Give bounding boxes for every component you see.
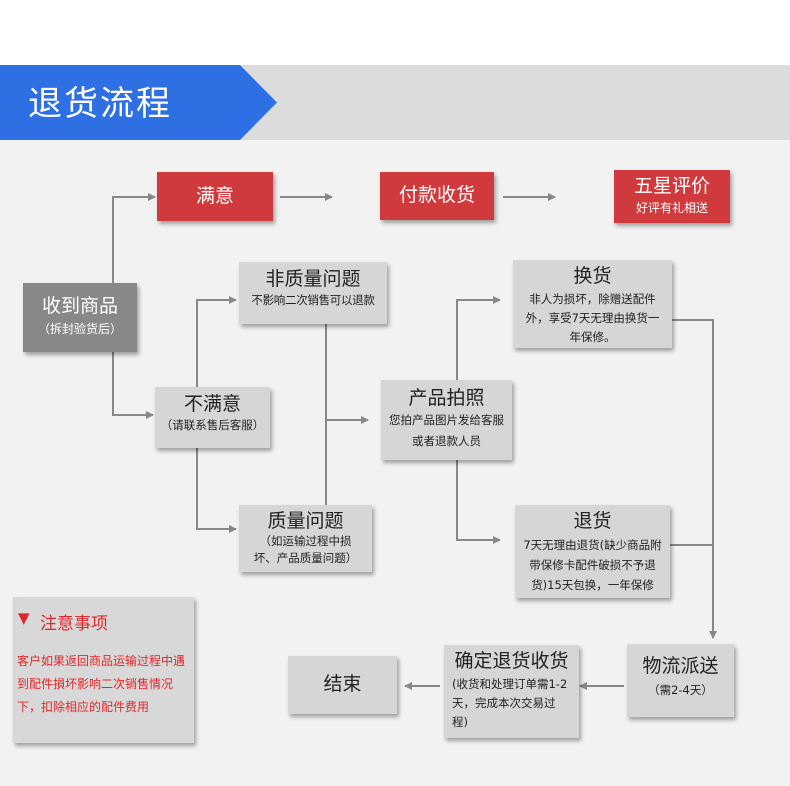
node-exchange: 换货 非人为损坏，除赠送配件外，享受7天无理由换货一年保修。 bbox=[513, 260, 672, 348]
node-satisfied-title: 满意 bbox=[195, 185, 234, 207]
node-return-sub: 7天无理由退货(缺少商品附带保修卡配件破损不予退货)15天包换，一年保修 bbox=[523, 538, 662, 592]
node-pay-title: 付款收货 bbox=[398, 184, 475, 206]
node-confirm-sub: (收货和处理订单需1-2天，完成本次交易过程) bbox=[452, 677, 568, 729]
node-five-star-title: 五星评价 bbox=[633, 175, 710, 197]
node-end-title: 结束 bbox=[323, 673, 362, 695]
node-logistics-title: 物流派送 bbox=[642, 655, 719, 677]
node-five-star: 五星评价 好评有礼相送 bbox=[614, 170, 730, 223]
node-exchange-title: 换货 bbox=[573, 265, 612, 287]
node-logistics: 物流派送 （需2-4天） bbox=[627, 644, 734, 717]
node-unsatisfied-title: 不满意 bbox=[183, 393, 241, 415]
node-quality: 质量问题 （如运输过程中损坏、产品质量问题） bbox=[239, 505, 372, 572]
notice-title: 注意事项 bbox=[40, 614, 108, 634]
node-unsatisfied: 不满意 （请联系售后客服） bbox=[155, 387, 270, 448]
node-photo-sub: 您拍产品图片发给客服或者退款人员 bbox=[389, 413, 504, 448]
node-non-quality-sub: 不影响二次销售可以退款 bbox=[251, 293, 375, 307]
node-quality-sub: （如运输过程中损坏、产品质量问题） bbox=[253, 534, 358, 565]
node-confirm: 确定退货收货 (收货和处理订单需1-2天，完成本次交易过程) bbox=[444, 645, 579, 738]
node-return: 退货 7天无理由退货(缺少商品附带保修卡配件破损不予退货)15天包换，一年保修 bbox=[515, 505, 670, 598]
node-pay: 付款收货 bbox=[380, 172, 494, 220]
node-photo: 产品拍照 您拍产品图片发给客服或者退款人员 bbox=[381, 380, 512, 460]
notice-body: 客户如果返回商品运输过程中遇到配件損坏影响二次销售情况下，扣除相应的配件费用 bbox=[17, 654, 186, 714]
node-end: 结束 bbox=[288, 656, 397, 714]
node-return-title: 退货 bbox=[573, 510, 612, 532]
notice-panel bbox=[13, 597, 194, 743]
down-triangle-icon: ▼ bbox=[18, 609, 30, 627]
node-photo-title: 产品拍照 bbox=[408, 387, 485, 409]
node-quality-title: 质量问题 bbox=[267, 510, 344, 532]
node-non-quality-title: 非质量问题 bbox=[265, 268, 361, 290]
page-title: 退货流程 bbox=[28, 84, 172, 124]
node-logistics-sub: （需2-4天） bbox=[648, 683, 713, 697]
node-confirm-title: 确定退货收货 bbox=[454, 650, 569, 672]
node-received-title: 收到商品 bbox=[41, 295, 118, 317]
node-received-sub: （拆封验货后） bbox=[37, 322, 122, 336]
node-five-star-sub: 好评有礼相送 bbox=[635, 201, 708, 215]
node-exchange-sub: 非人为损坏，除赠送配件外，享受7天无理由换货一年保修。 bbox=[525, 292, 660, 344]
node-satisfied: 满意 bbox=[157, 172, 273, 221]
node-unsatisfied-sub: （请联系售后客服） bbox=[160, 418, 265, 432]
node-non-quality: 非质量问题 不影响二次销售可以退款 bbox=[239, 262, 387, 324]
header-arrow-shape bbox=[0, 65, 277, 140]
node-received: 收到商品 （拆封验货后） bbox=[23, 283, 137, 352]
